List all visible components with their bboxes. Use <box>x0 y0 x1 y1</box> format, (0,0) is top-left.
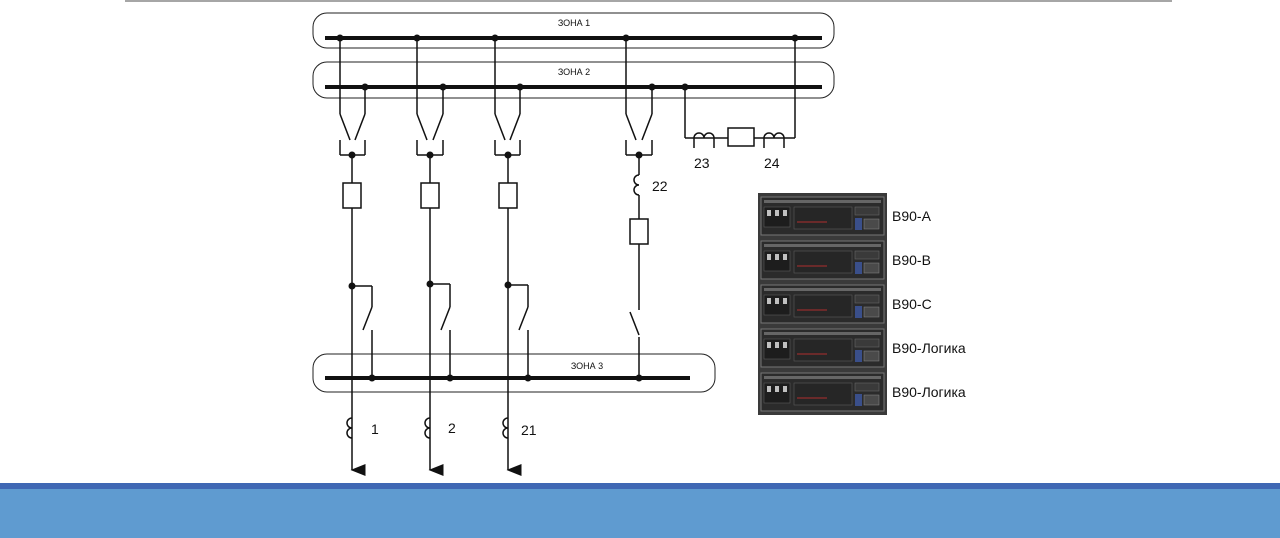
zone-3: ЗОНА 3 <box>312 353 716 393</box>
relay-unit <box>760 372 885 412</box>
ct-label-23: 23 <box>694 155 710 171</box>
breaker <box>629 218 649 245</box>
relay-label: B90-A <box>892 208 932 224</box>
zone-3-frame <box>312 353 716 393</box>
current-transformer <box>502 417 509 439</box>
feeder-2 <box>416 38 451 476</box>
relay-unit <box>760 196 885 236</box>
bus-coupler <box>684 38 796 148</box>
ct-label-1: 1 <box>371 421 379 437</box>
current-transformer-24 <box>763 132 785 139</box>
feeder-22 <box>625 38 653 378</box>
breaker <box>420 182 440 209</box>
relay-label: B90-C <box>892 296 932 312</box>
relay-unit <box>760 240 885 280</box>
zone-1: ЗОНА 1 <box>312 12 835 49</box>
feeder-1 <box>339 38 373 476</box>
zone-2-label: ЗОНА 2 <box>558 67 590 77</box>
disconnector-zone1 <box>339 113 351 141</box>
breaker <box>342 182 362 209</box>
disconnector-zone3 <box>362 306 373 331</box>
current-transformer-23 <box>693 132 715 139</box>
current-transformer <box>424 417 431 439</box>
ct-label-22: 22 <box>652 178 668 194</box>
relay-unit <box>760 284 885 324</box>
ct-label-21: 21 <box>521 422 537 438</box>
ct-label-24: 24 <box>764 155 780 171</box>
relay-unit <box>760 328 885 368</box>
coupler-breaker <box>727 127 755 147</box>
zone-2-frame <box>312 61 835 99</box>
current-transformer <box>346 417 353 439</box>
zone-3-label: ЗОНА 3 <box>571 361 603 371</box>
zone-1-frame <box>312 12 835 49</box>
disconnector-zone2 <box>354 113 366 141</box>
current-transformer <box>633 174 640 196</box>
relay-label: B90-B <box>892 252 931 268</box>
junction-dots <box>336 34 799 382</box>
zone-2: ЗОНА 2 <box>312 61 835 99</box>
ct-label-2: 2 <box>448 420 456 436</box>
relay-label: B90-Логика <box>892 340 966 356</box>
relay-label: B90-Логика <box>892 384 966 400</box>
feeder-21 <box>494 38 529 476</box>
footer-bar <box>0 483 1280 538</box>
breaker <box>498 182 518 209</box>
zone-1-label: ЗОНА 1 <box>558 18 590 28</box>
